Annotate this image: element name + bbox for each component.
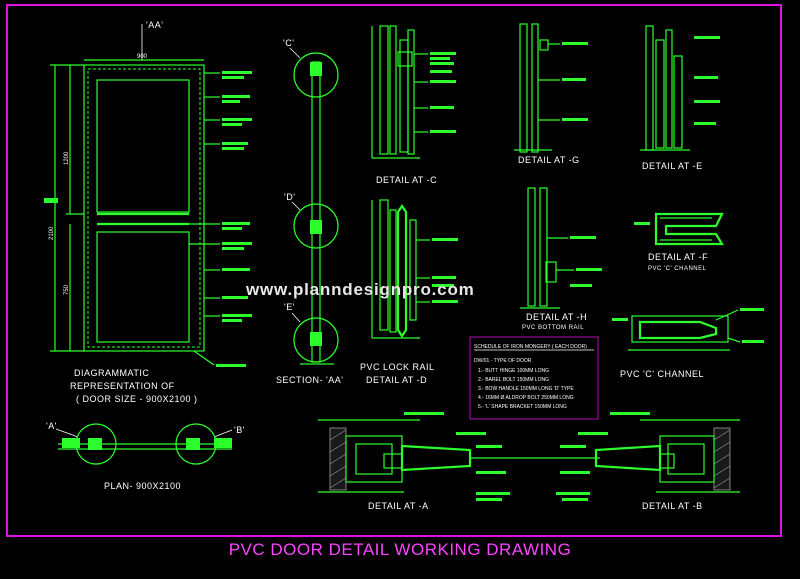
callout-b-label: 'B' bbox=[234, 425, 245, 435]
sheet-border bbox=[6, 4, 782, 537]
detail-c-label: DETAIL AT -C bbox=[376, 175, 437, 185]
detail-g: DETAIL AT -G bbox=[514, 23, 588, 165]
schedule-subheading: DW/01 - TYPE OF DOOR bbox=[474, 358, 532, 364]
callout-d-label: 'D' bbox=[284, 192, 295, 202]
callout-e-label: 'E' bbox=[284, 302, 295, 312]
c-channel-detail: PVC 'C' CHANNEL bbox=[612, 308, 764, 379]
detail-d: PVC LOCK RAIL DETAIL AT -D bbox=[360, 199, 458, 385]
detail-g-label: DETAIL AT -G bbox=[518, 155, 580, 165]
diagrammatic-line1: DIAGRAMMATIC bbox=[74, 368, 149, 378]
detail-h-label: DETAIL AT -H bbox=[526, 312, 587, 322]
detail-h: DETAIL AT -H PVC BOTTOM RAIL bbox=[520, 187, 602, 331]
dim-width: 900 bbox=[137, 54, 148, 60]
plan-view: 'A' 'B' PLAN- 900X2100 bbox=[46, 421, 245, 491]
section-marker-top: 'AA' bbox=[146, 20, 163, 30]
door-elevation: 'AA' 900 2100 1200 750 bbox=[44, 20, 252, 404]
section-aa: 'C' 'D' 'E' SECTION- 'AA' bbox=[276, 38, 343, 385]
detail-c: DETAIL AT -C bbox=[371, 25, 456, 185]
schedule-item-1: 1.- BUTT HINGE 100MM LONG bbox=[478, 368, 549, 374]
callout-c-label: 'C' bbox=[283, 38, 294, 48]
section-aa-label: SECTION- 'AA' bbox=[276, 375, 343, 385]
detail-a: DETAIL AT -A bbox=[318, 412, 600, 511]
detail-f-label: DETAIL AT -F bbox=[648, 252, 708, 262]
schedule-heading: SCHEDULE OF IRON MONGERY ( EACH DOOR) bbox=[474, 344, 587, 350]
plan-label: PLAN- 900X2100 bbox=[104, 481, 181, 491]
door-leader-notes bbox=[189, 71, 252, 367]
ironmongery-schedule: SCHEDULE OF IRON MONGERY ( EACH DOOR) DW… bbox=[469, 336, 599, 420]
c-channel-label: PVC 'C' CHANNEL bbox=[620, 369, 704, 379]
diagrammatic-line3: ( DOOR SIZE - 900X2100 ) bbox=[76, 394, 198, 404]
diagrammatic-line2: REPRESENTATION OF bbox=[70, 381, 175, 391]
detail-f-sub: PVC 'C' CHANNEL bbox=[648, 266, 707, 272]
detail-f: DETAIL AT -F PVC 'C' CHANNEL bbox=[634, 212, 724, 272]
detail-b: DETAIL AT -B bbox=[556, 412, 740, 511]
dim-total-height: 2100 bbox=[49, 226, 55, 240]
schedule-item-4: 4.- 16MM Ø ALDROP BOLT 250MM LONG bbox=[478, 395, 574, 401]
schedule-item-5: 5.- 'L' SHAPE BRACKET 150MM LONG bbox=[478, 404, 567, 410]
lock-rail-line1: PVC LOCK RAIL bbox=[360, 362, 435, 372]
detail-b-label: DETAIL AT -B bbox=[642, 501, 703, 511]
schedule-item-2: 2.- BAREL BOLT 150MM LONG bbox=[478, 377, 549, 383]
drawing-title: PVC DOOR DETAIL WORKING DRAWING bbox=[228, 540, 572, 559]
detail-e-label: DETAIL AT -E bbox=[642, 161, 703, 171]
dim-lower: 750 bbox=[64, 284, 70, 295]
lock-rail-line2: DETAIL AT -D bbox=[366, 375, 427, 385]
dim-upper: 1200 bbox=[64, 151, 70, 165]
detail-a-label: DETAIL AT -A bbox=[368, 501, 429, 511]
callout-a-label: 'A' bbox=[46, 421, 57, 431]
detail-h-sub: PVC BOTTOM RAIL bbox=[522, 325, 584, 331]
watermark: www.planndesignpro.com bbox=[245, 280, 475, 299]
schedule-item-3: 3.- BOW HANDLE 150MM LONG 'D' TYPE bbox=[478, 386, 574, 392]
detail-e: DETAIL AT -E bbox=[640, 25, 720, 171]
